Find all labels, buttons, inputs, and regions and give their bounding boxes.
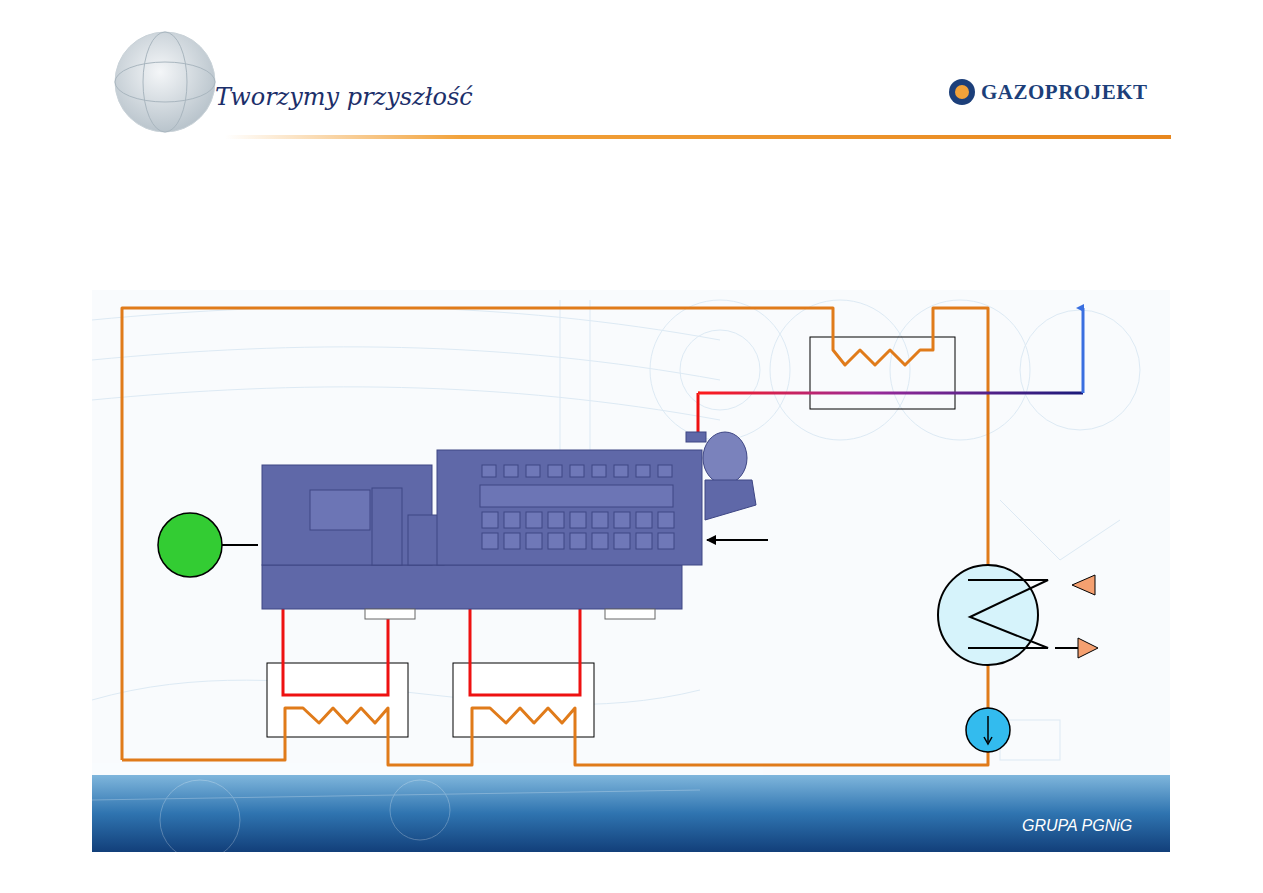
exhaust-line [698, 392, 1083, 395]
return-arrow [1078, 638, 1098, 658]
exhaust-pipe [697, 393, 700, 432]
globe-orbit [143, 32, 187, 132]
group-logo-text: GRUPA PGNiG [1022, 817, 1132, 835]
generator-symbol [158, 513, 222, 577]
header-rule [225, 135, 1171, 139]
return-line [1055, 647, 1078, 649]
exhaust-outlet-arrow [1082, 308, 1085, 393]
pump-symbol [966, 708, 1010, 752]
gazoprojekt-flame [955, 85, 969, 99]
pump-arrow [987, 716, 989, 742]
fuel-inlet-arrow [707, 539, 768, 541]
mount [365, 609, 415, 619]
globe-logo [115, 32, 215, 132]
pump-arrow [984, 737, 992, 744]
cylinder-row [482, 465, 674, 549]
supply-arrow [1072, 575, 1095, 595]
slogan: Tworzymy przyszłość [215, 83, 473, 111]
engine-generator-set [262, 432, 756, 609]
generator-link [222, 544, 258, 546]
company-logo-text: GAZOPROJEKT [981, 80, 1148, 105]
footer-texture [92, 780, 700, 860]
heat-consumer-coil [968, 580, 1048, 648]
cooling-circuit [283, 598, 580, 695]
gazoprojekt-logo [949, 79, 975, 105]
globe-orbit [115, 62, 215, 102]
footer-band [92, 775, 1170, 852]
mount [605, 609, 655, 619]
background-drawing [92, 290, 1170, 775]
heating-water-loop [122, 308, 988, 765]
